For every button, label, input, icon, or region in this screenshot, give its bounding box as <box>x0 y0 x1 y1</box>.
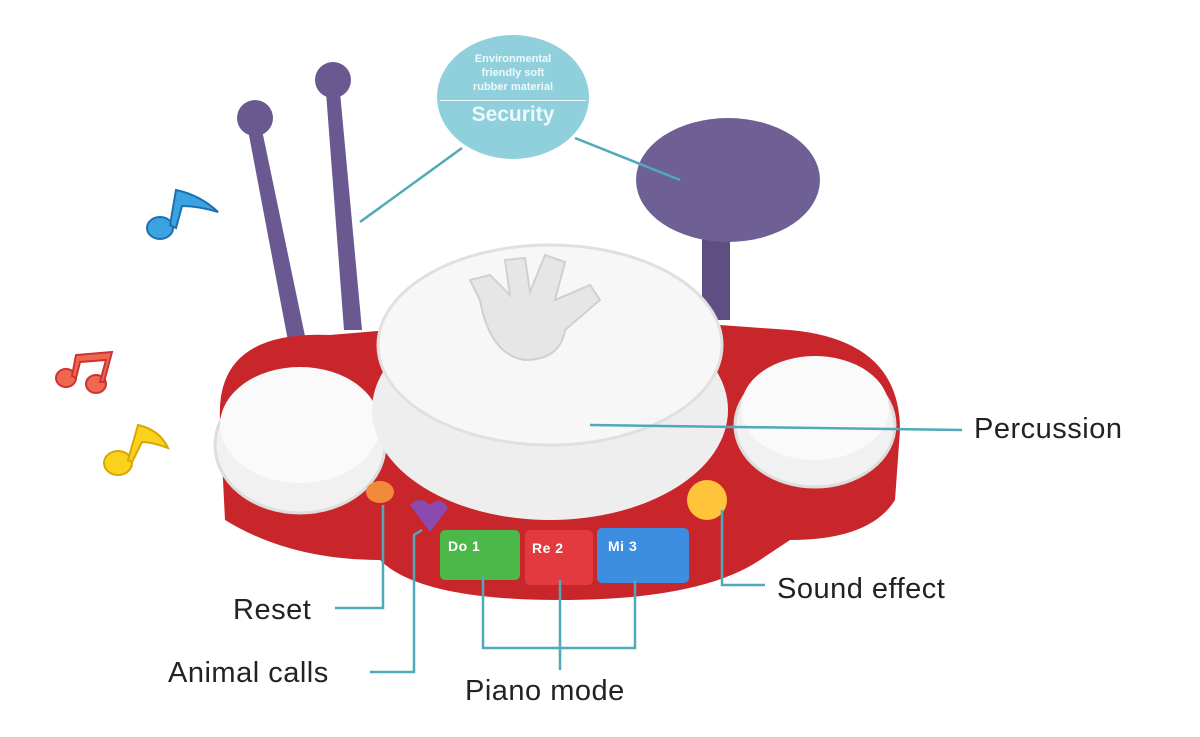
hand-icon <box>468 253 602 362</box>
music-note-yellow-icon <box>103 423 170 476</box>
bubble-line-3: rubber material <box>472 81 554 93</box>
label-sound-effect: Sound effect <box>777 573 946 605</box>
piano-keys <box>440 528 689 585</box>
label-percussion: Percussion <box>974 413 1123 445</box>
bubble-line-1: Environmental <box>474 53 552 65</box>
bubble-title: Security <box>440 100 586 127</box>
bubble-line-2: friendly soft <box>481 67 545 79</box>
piano-key-do[interactable] <box>440 530 520 580</box>
piano-key-re[interactable] <box>525 530 593 585</box>
key-label-mi: Mi 3 <box>608 538 638 554</box>
piano-key-mi[interactable] <box>597 528 689 583</box>
reset-button[interactable] <box>366 481 394 503</box>
music-note-blue-icon <box>146 188 219 240</box>
label-reset: Reset <box>233 594 312 626</box>
drumstick-left <box>237 100 310 362</box>
bubble-text: Environmental friendly soft rubber mater… <box>440 52 586 127</box>
key-label-do: Do 1 <box>448 538 481 554</box>
sound-effect-button[interactable] <box>687 480 727 520</box>
drumstick-right <box>315 62 362 330</box>
animal-calls-button[interactable] <box>410 500 448 532</box>
security-bubble <box>437 35 589 159</box>
leader-lines <box>335 136 963 674</box>
label-piano-mode: Piano mode <box>465 675 625 707</box>
label-animal-calls: Animal calls <box>168 657 329 689</box>
music-note-red-icon <box>55 350 114 394</box>
key-label-re: Re 2 <box>532 540 564 556</box>
